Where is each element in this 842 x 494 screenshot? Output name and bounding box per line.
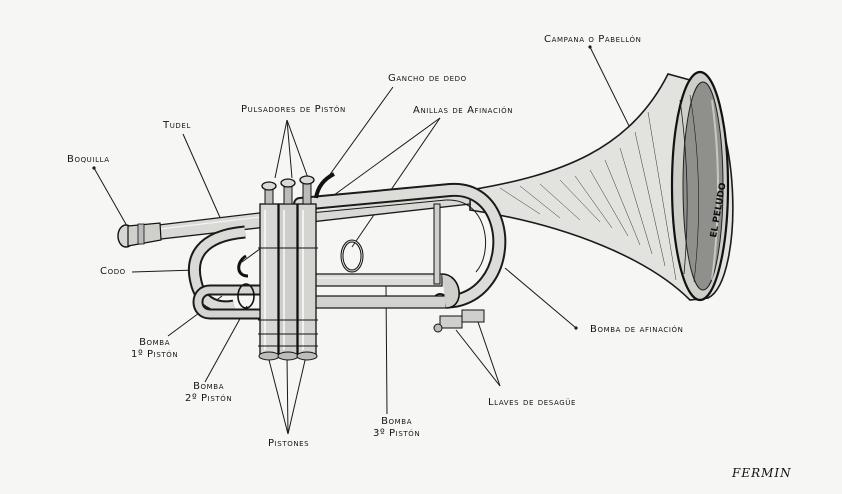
label-water-keys: Llaves de desagüe — [488, 397, 577, 408]
leader-piston-buttons-a — [274, 119, 288, 179]
leader-mouthpiece — [93, 167, 128, 227]
leader-lines — [92, 45, 637, 435]
finger-hook — [314, 172, 335, 199]
elbow — [187, 225, 246, 314]
leader-elbow — [131, 269, 197, 273]
label-slide-3: Bomba 3º Pistón — [373, 416, 421, 439]
label-tuning-slide: Bomba de afinación — [590, 324, 684, 335]
label-piston-buttons: Pulsadores de Pistón — [241, 104, 346, 115]
label-slide-1: Bomba 1º Pistón — [131, 337, 179, 360]
leader-pistons-b — [286, 355, 289, 435]
first-slide — [192, 283, 260, 320]
leader-piston-buttons-b — [286, 119, 293, 179]
tuning-rings — [237, 239, 364, 278]
label-slide-2: Bomba 2º Pistón — [185, 381, 233, 404]
label-elbow: Codo — [100, 266, 126, 277]
leader-tuning-slide — [504, 267, 577, 329]
water-keys — [433, 309, 485, 333]
signature: FERMIN — [732, 466, 792, 480]
leader-water-key-b — [477, 321, 501, 387]
slide-brace — [433, 203, 441, 285]
mouthpiece — [117, 222, 162, 248]
label-tuning-rings: Anillas de Afinación — [413, 105, 514, 116]
leader-pistons-c — [287, 355, 307, 435]
label-leadpipe: Tudel — [163, 120, 191, 131]
piston-buttons — [261, 175, 315, 205]
leader-water-key-a — [455, 329, 501, 387]
label-mouthpiece: Boquilla — [67, 154, 110, 165]
leader-pistons-a — [267, 355, 289, 435]
leader-piston-buttons-c — [286, 119, 309, 179]
leader-bell — [589, 46, 637, 141]
label-bell: Campana o Pabellón — [544, 34, 642, 45]
leader-finger-hook — [325, 86, 394, 181]
leader-leadpipe — [182, 133, 223, 223]
leader-tuning-ring-b — [351, 117, 441, 248]
label-finger-hook: Gancho de dedo — [388, 73, 467, 84]
piston-casings — [258, 203, 318, 361]
bell: EL PELUDO — [469, 70, 734, 302]
label-pistons: Pistones — [268, 438, 310, 449]
